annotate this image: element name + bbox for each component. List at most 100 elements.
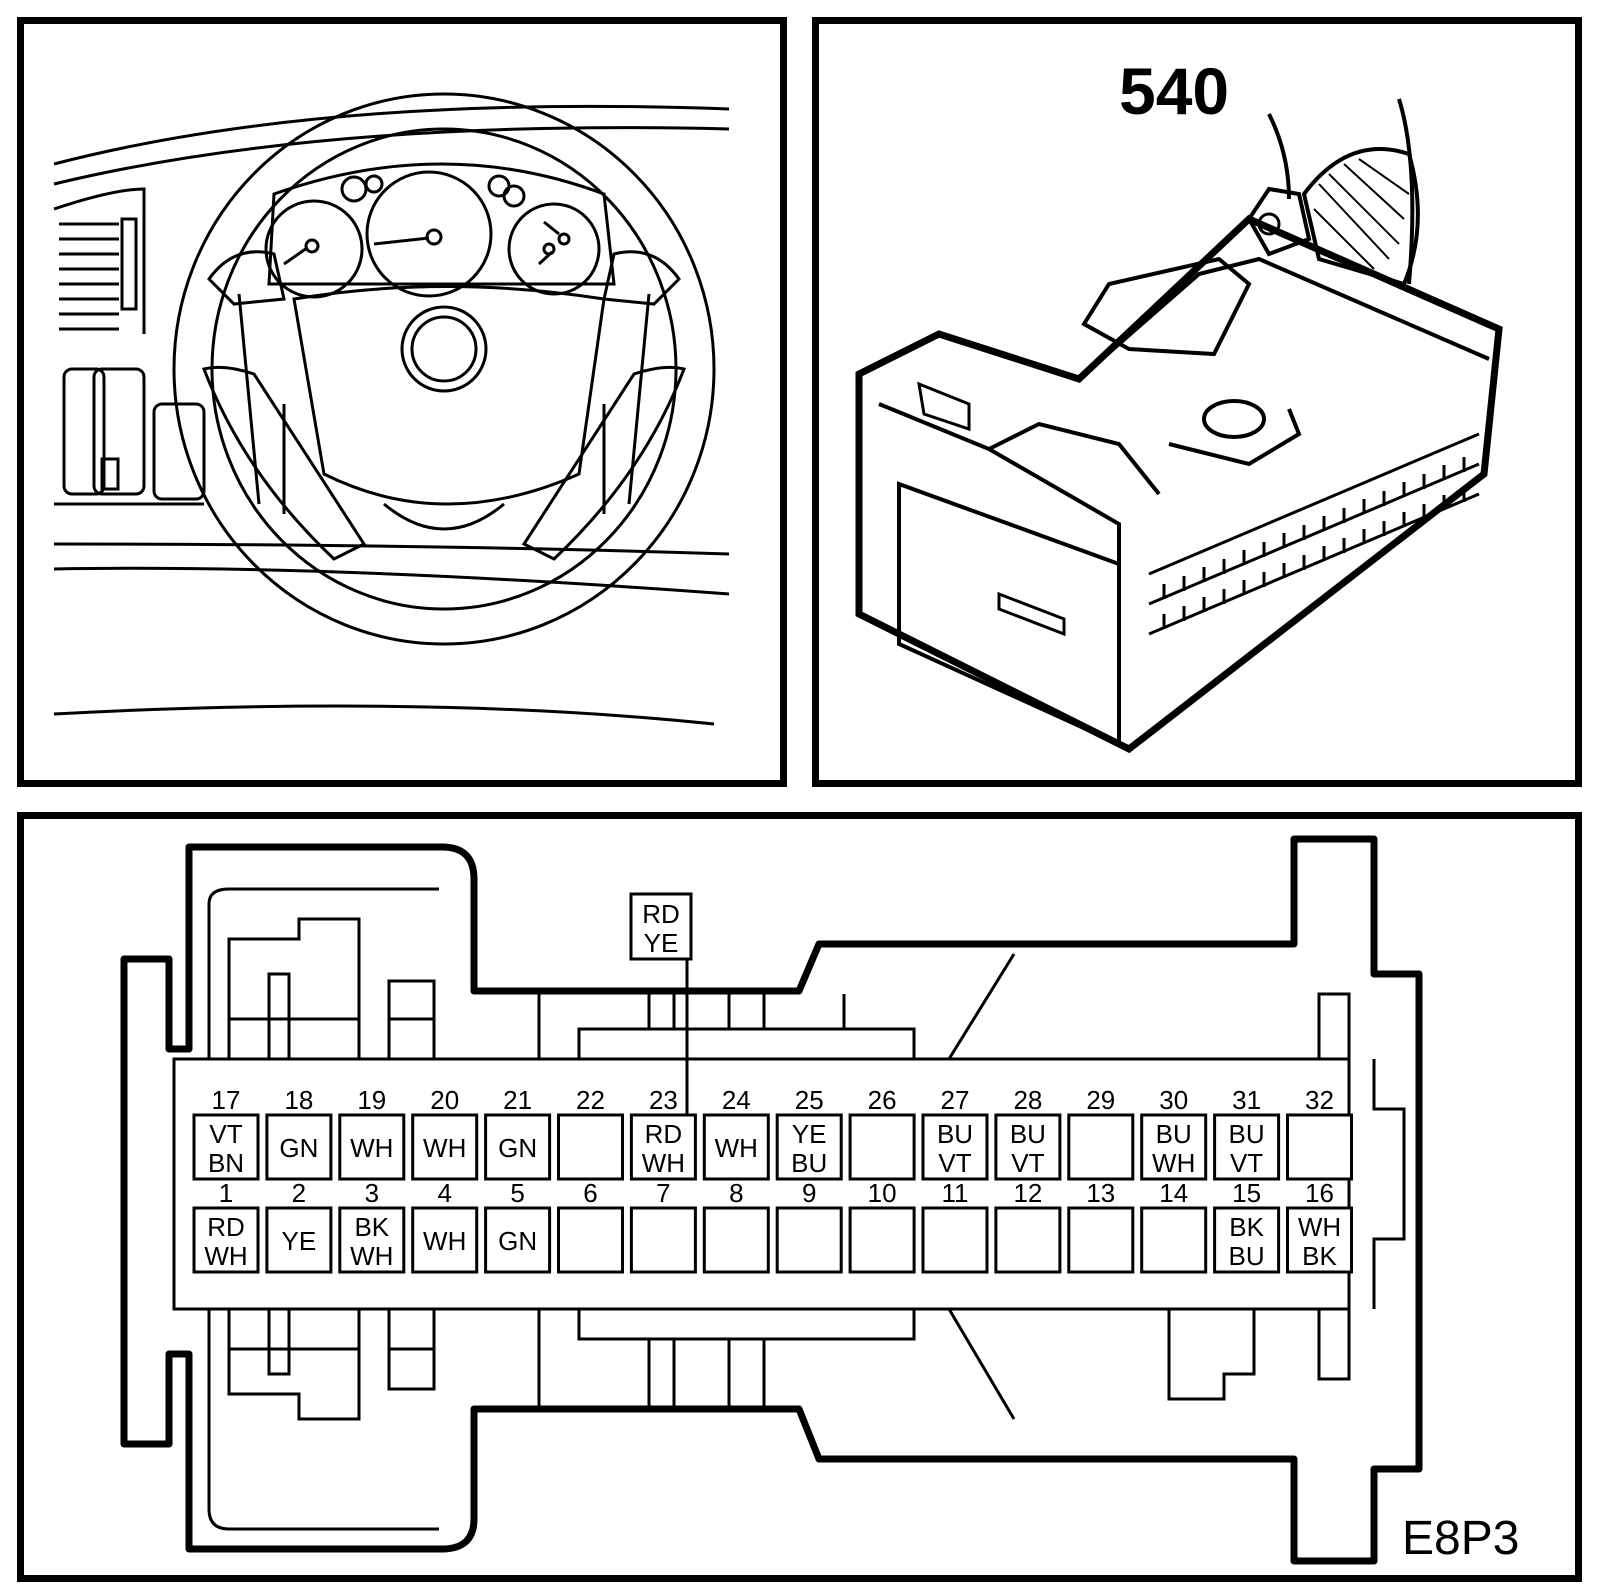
wire-color-2: BN <box>208 1148 244 1178</box>
pin-cavity-26: 26 <box>848 1085 916 1181</box>
pin-number: 23 <box>649 1085 678 1115</box>
pin-number: 10 <box>868 1178 897 1208</box>
wire-color-1: RD <box>645 1119 683 1149</box>
pin-number: 14 <box>1159 1178 1188 1208</box>
pin-box <box>1067 1206 1135 1274</box>
pin-cavity-22: 22 <box>557 1085 624 1181</box>
pin-box <box>848 1206 916 1274</box>
pin-number: 24 <box>722 1085 751 1115</box>
pin-box <box>775 1113 843 1181</box>
pin-box <box>921 1113 989 1181</box>
pin-box <box>484 1113 552 1181</box>
pin-cavity-6: 6 <box>557 1178 624 1274</box>
pin-box <box>265 1113 333 1181</box>
wire-color-1: BU <box>1156 1119 1192 1149</box>
pin-number: 30 <box>1159 1085 1188 1115</box>
wire-color-1: BU <box>937 1119 973 1149</box>
pin-box <box>265 1206 333 1274</box>
pin-number: 31 <box>1232 1085 1261 1115</box>
wire-color-1: BK <box>354 1212 389 1242</box>
component-number-label: 540 <box>1119 54 1229 128</box>
pin-number: 6 <box>583 1178 597 1208</box>
connector-perspective-illustration: 540 <box>855 54 1503 754</box>
pin-number: 11 <box>942 1178 969 1208</box>
pin-box <box>994 1113 1062 1181</box>
extra-wire-callout: RD YE <box>629 892 693 1121</box>
pin-number: 1 <box>219 1178 233 1208</box>
wire-color-1: BU <box>1010 1119 1046 1149</box>
component-view-panel: 540 <box>812 17 1582 787</box>
pin-number: 18 <box>284 1085 313 1115</box>
pin-box <box>921 1206 989 1274</box>
wire-color: GN <box>498 1133 537 1163</box>
pin-box <box>629 1206 697 1274</box>
dashboard-steering-wheel-illustration <box>53 92 730 726</box>
pin-number: 26 <box>868 1085 897 1115</box>
wire-color-1: BU <box>1229 1119 1265 1149</box>
pin-box <box>994 1206 1062 1274</box>
pin-box <box>192 1206 260 1274</box>
pin-cavity-5: 5GN <box>484 1178 552 1274</box>
pin-box <box>1286 1206 1353 1274</box>
wire-color-1: VT <box>209 1119 242 1149</box>
pin-cavity-2: 2YE <box>265 1178 333 1274</box>
pin-number: 13 <box>1086 1178 1115 1208</box>
pin-cavity-13: 13 <box>1067 1178 1135 1274</box>
wire-color: WH <box>423 1226 466 1256</box>
pin-cavity-7: 7 <box>629 1178 697 1274</box>
wire-color: GN <box>279 1133 318 1163</box>
wire-color-2: WH <box>1152 1148 1195 1178</box>
wire-color-2: VT <box>1011 1148 1044 1178</box>
pin-number: 19 <box>357 1085 386 1115</box>
pin-box <box>1213 1113 1281 1181</box>
pin-box <box>702 1206 770 1274</box>
wire-color: GN <box>498 1226 537 1256</box>
pin-box <box>1140 1113 1208 1181</box>
wire-color-1: WH <box>1298 1212 1341 1242</box>
wire-color-1: BK <box>1229 1212 1264 1242</box>
wire-color-1: RD <box>207 1212 245 1242</box>
wire-color: WH <box>350 1133 393 1163</box>
pin-cavity-11: 11 <box>921 1178 989 1274</box>
pin-box <box>484 1206 552 1274</box>
pin-number: 20 <box>430 1085 459 1115</box>
wire-color-2: VT <box>938 1148 971 1178</box>
pin-box <box>411 1206 479 1274</box>
pin-cavity-32: 32 <box>1286 1085 1353 1181</box>
pin-number: 7 <box>656 1178 670 1208</box>
pin-number: 27 <box>941 1085 970 1115</box>
pin-number: 25 <box>795 1085 824 1115</box>
wire-color-2: WH <box>642 1148 685 1178</box>
pin-number: 17 <box>212 1085 241 1115</box>
wire-color-2: WH <box>350 1241 393 1271</box>
pin-number: 8 <box>729 1178 743 1208</box>
pin-cavity-10: 10 <box>848 1178 916 1274</box>
wire-color-2: BU <box>791 1148 827 1178</box>
pin-number: 16 <box>1305 1178 1334 1208</box>
pin-box <box>1067 1113 1135 1181</box>
pin-number: 4 <box>437 1178 451 1208</box>
pin-number: 2 <box>292 1178 306 1208</box>
pin-box <box>1213 1206 1281 1274</box>
wire-color-2: BU <box>1229 1241 1265 1271</box>
